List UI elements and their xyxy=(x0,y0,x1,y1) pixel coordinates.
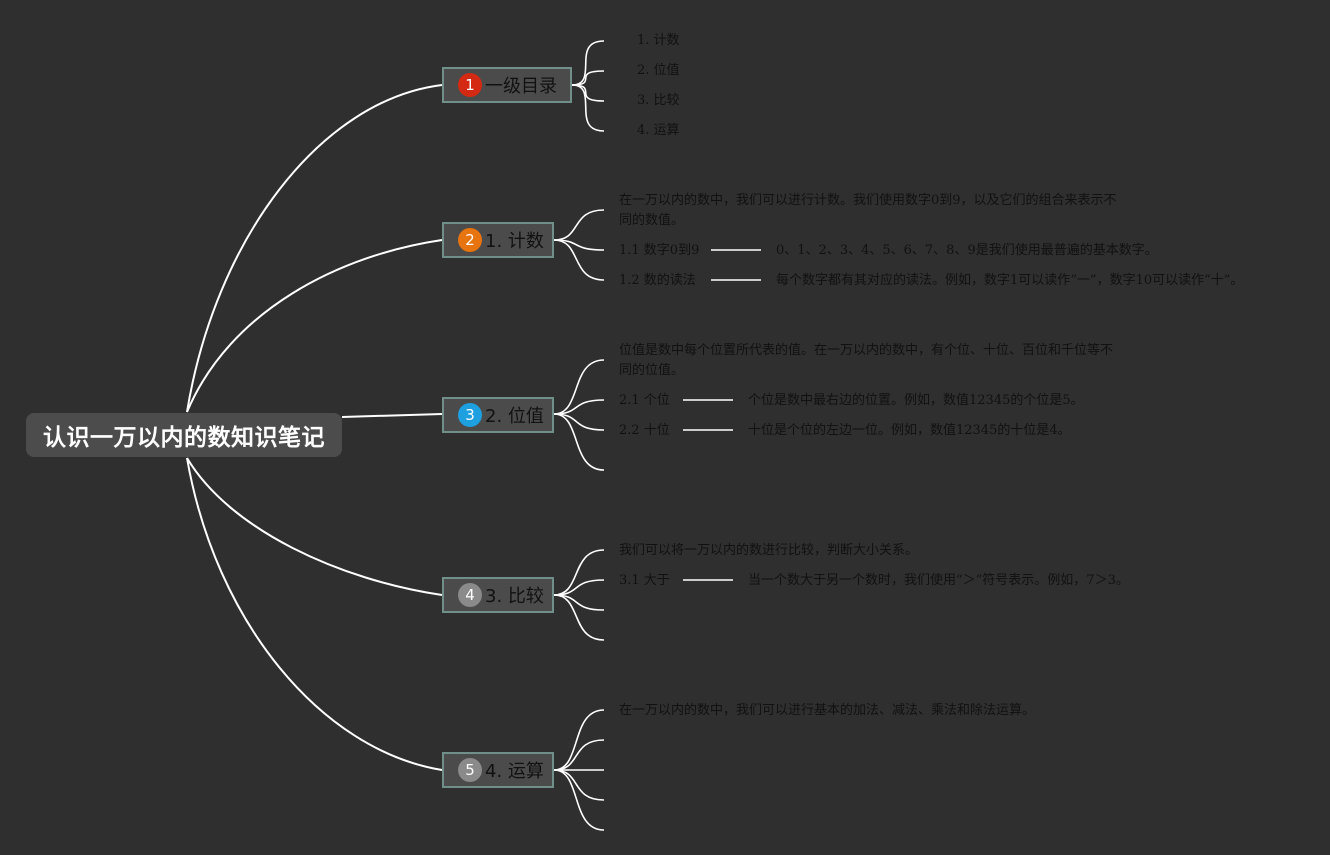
note-place-value-1[interactable]: 个位是数中最右边的位置。例如，数值12345的个位是5。 xyxy=(748,393,1084,408)
connector-place-value-3 xyxy=(553,413,605,431)
connector-counting-3 xyxy=(553,239,605,281)
priority-4-icon: 4 xyxy=(458,583,482,607)
subtopic-counting-1[interactable]: 1.1 数字0到9 xyxy=(619,243,700,258)
priority-3-icon: 3 xyxy=(458,403,482,427)
priority-5-icon: 5 xyxy=(458,758,482,782)
branch-topic-label: 3. 比较 xyxy=(485,586,544,607)
connector-root-branch-4 xyxy=(186,457,443,596)
branch-topic-counting[interactable]: 2 1. 计数 xyxy=(442,222,554,258)
connector-comparison-3 xyxy=(553,594,605,611)
connector-counting-1 xyxy=(553,209,605,241)
branch-topic-label: 一级目录 xyxy=(485,76,557,97)
subtopic-counting-summary[interactable]: 在一万以内的数中，我们可以进行计数。我们使用数字0到9，以及它们的组合来表示不同… xyxy=(619,193,1117,228)
note-counting-1[interactable]: 0、1、2、3、4、5、6、7、8、9是我们使用最普遍的基本数字。 xyxy=(776,243,1158,258)
branch-topic-label: 1. 计数 xyxy=(485,231,544,252)
note-counting-2[interactable]: 每个数字都有其对应的读法。例如，数字1可以读作“一”，数字10可以读作“十”。 xyxy=(776,273,1244,288)
subtopic-operations-summary[interactable]: 在一万以内的数中，我们可以进行基本的加法、减法、乘法和除法运算。 xyxy=(619,703,1036,718)
subtopic-counting-2[interactable]: 1.2 数的读法 xyxy=(619,273,696,288)
connector-toc-1 xyxy=(571,40,605,86)
subtopic-toc-2[interactable]: 2. 位值 xyxy=(637,63,680,78)
connector-root-branch-2 xyxy=(186,239,443,413)
branch-topic-toc[interactable]: 1 一级目录 xyxy=(442,67,572,103)
subtopic-toc-4[interactable]: 4. 运算 xyxy=(637,123,680,138)
branch-topic-place-value[interactable]: 3 2. 位值 xyxy=(442,397,554,433)
connector-operations-4 xyxy=(553,769,605,801)
note-place-value-2[interactable]: 十位是个位的左边一位。例如，数值12345的十位是4。 xyxy=(748,423,1071,438)
connector-comparison-2 xyxy=(553,579,605,596)
subtopic-toc-1[interactable]: 1. 计数 xyxy=(637,33,680,48)
connector-comparison-4 xyxy=(553,594,605,641)
connector-comparison-1 xyxy=(553,549,605,596)
subtopic-comparison-summary[interactable]: 我们可以将一万以内的数进行比较，判断大小关系。 xyxy=(619,543,919,558)
branch-topic-operations[interactable]: 5 4. 运算 xyxy=(442,752,554,788)
connector-root-branch-3 xyxy=(341,413,443,418)
connector-operations-5 xyxy=(553,769,605,831)
branch-topic-comparison[interactable]: 4 3. 比较 xyxy=(442,577,554,613)
root-topic[interactable]: 认识一万以内的数知识笔记 xyxy=(26,413,342,457)
connector-place-value-4 xyxy=(553,413,605,471)
subtopic-toc-3[interactable]: 3. 比较 xyxy=(637,93,680,108)
priority-2-icon: 2 xyxy=(458,228,482,252)
connector-root-branch-1 xyxy=(186,84,443,413)
root-topic-label: 认识一万以内的数知识笔记 xyxy=(43,425,325,451)
connector-toc-3 xyxy=(571,84,605,102)
connector-place-value-1 xyxy=(553,359,605,415)
subtopic-place-value-2[interactable]: 2.2 十位 xyxy=(619,423,670,438)
note-comparison-1[interactable]: 当一个数大于另一个数时，我们使用“＞”符号表示。例如，7＞3。 xyxy=(748,573,1129,588)
connector-toc-2 xyxy=(571,70,605,86)
subtopic-place-value-summary[interactable]: 位值是数中每个位置所代表的值。在一万以内的数中，有个位、十位、百位和千位等不同的… xyxy=(619,343,1114,378)
branch-topic-label: 2. 位值 xyxy=(485,406,544,427)
subtopic-place-value-1[interactable]: 2.1 个位 xyxy=(619,393,670,408)
branch-topic-label: 4. 运算 xyxy=(485,761,544,782)
connector-operations-1 xyxy=(553,709,605,771)
subtopic-comparison-1[interactable]: 3.1 大于 xyxy=(619,573,670,588)
connector-operations-2 xyxy=(553,739,605,771)
priority-1-icon: 1 xyxy=(458,73,482,97)
connector-root-branch-5 xyxy=(186,457,443,771)
connector-toc-4 xyxy=(571,84,605,132)
